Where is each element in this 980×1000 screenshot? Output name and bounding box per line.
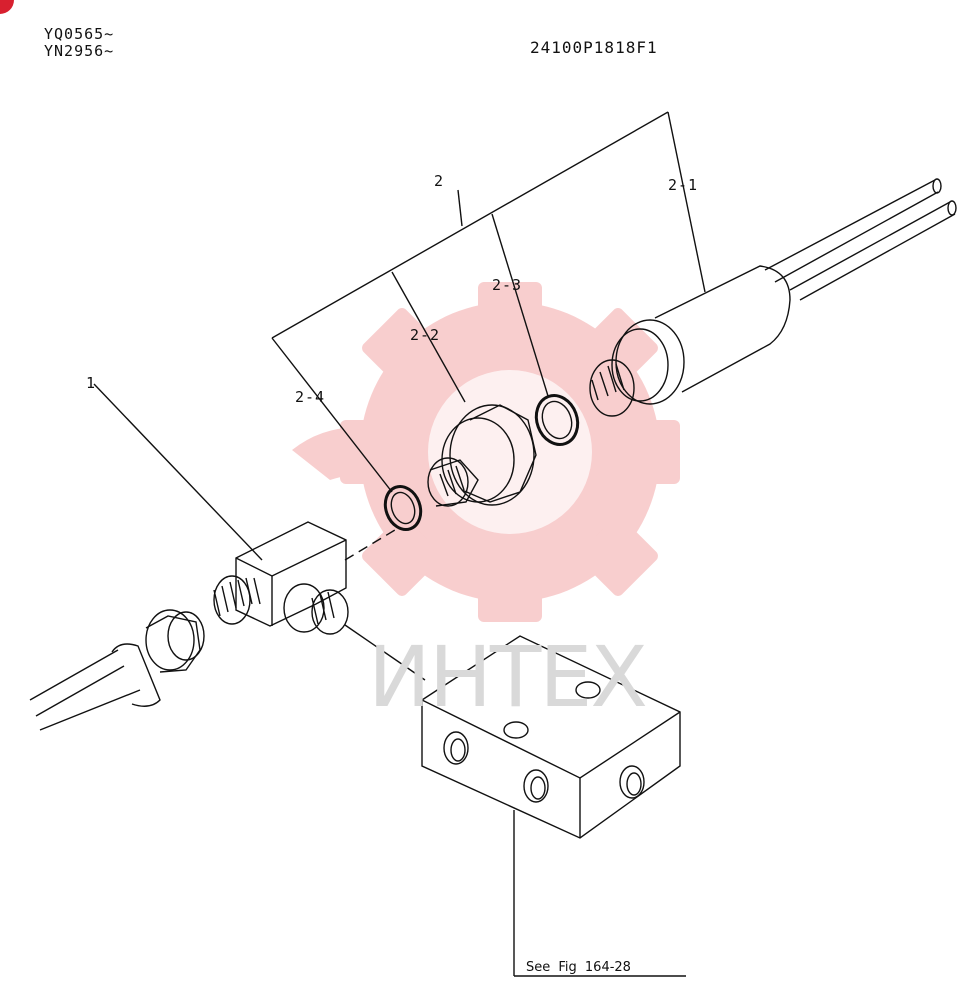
callout-1: 1 <box>86 374 97 392</box>
hose-assembly <box>29 609 205 731</box>
o-ring-upper <box>534 394 580 446</box>
pressure-switch <box>589 178 957 417</box>
serial-range-1: YQ0565~ <box>44 25 115 43</box>
leader-lines <box>93 111 706 977</box>
center-line <box>344 529 396 561</box>
drawing-number: 24100P1818F1 <box>530 38 658 57</box>
callout-2: 2 <box>434 172 445 190</box>
callout-2-3: 2-3 <box>492 276 523 294</box>
tee-fitting <box>213 521 349 635</box>
watermark-text: ИНТЕХ <box>368 628 648 726</box>
callout-2-2: 2-2 <box>410 326 441 344</box>
serial-range-2: YN2956~ <box>44 42 115 60</box>
o-ring-lower <box>383 485 423 531</box>
manifold-block <box>421 635 681 839</box>
callout-2-4: 2-4 <box>295 388 326 406</box>
reference-note: See Fig 164-28 <box>526 960 631 975</box>
adapter <box>427 404 537 507</box>
callout-2-1: 2-1 <box>668 176 699 194</box>
